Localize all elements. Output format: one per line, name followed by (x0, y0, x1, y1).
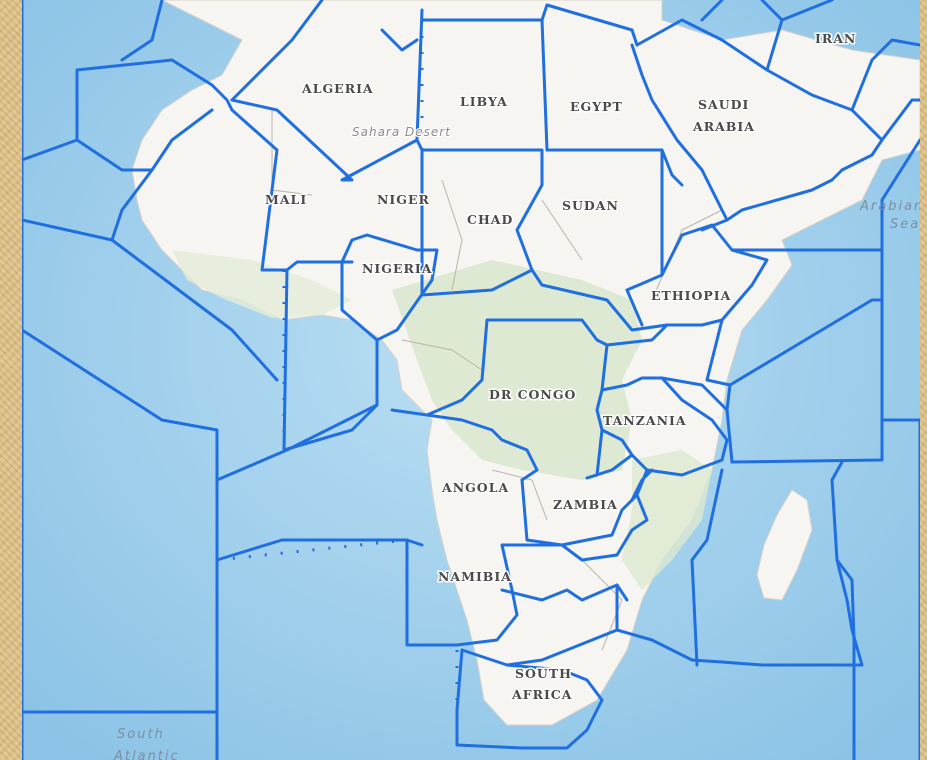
label-south-atlantic-2: Atlantic (113, 749, 180, 760)
label-tanzania: TANZANIA (603, 413, 687, 428)
label-chad: CHAD (467, 212, 513, 227)
label-niger: NIGER (377, 192, 430, 207)
label-saudi: SAUDI (698, 97, 749, 112)
vegetation-east (622, 450, 712, 590)
land-madagascar (756, 489, 813, 601)
vegetation-west (172, 250, 352, 318)
map-canvas[interactable]: South Atlantic Arabian Sea Sahara Desert… (22, 0, 920, 760)
label-nigeria: NIGERIA (362, 261, 432, 276)
label-ethiopia: ETHIOPIA (651, 288, 731, 303)
label-arabian-sea-1: Arabian (859, 199, 920, 214)
label-arabia: ARABIA (692, 119, 755, 134)
label-dr-congo: DR CONGO (489, 387, 576, 402)
label-angola: ANGOLA (441, 480, 509, 495)
label-sudan: SUDAN (562, 198, 619, 213)
label-algeria: ALGERIA (301, 81, 374, 96)
label-zambia: ZAMBIA (553, 497, 618, 512)
label-namibia: NAMIBIA (438, 569, 512, 584)
boundary-ticks (22, 20, 884, 760)
label-iran: IRAN (815, 31, 856, 46)
label-africa: AFRICA (511, 687, 572, 702)
map-view[interactable]: South Atlantic Arabian Sea Sahara Desert… (22, 0, 920, 760)
vegetation-central (392, 260, 642, 480)
label-arabian-sea-2: Sea (890, 217, 920, 232)
label-sahara-desert: Sahara Desert (352, 125, 451, 139)
label-egypt: EGYPT (570, 99, 623, 114)
label-libya: LIBYA (460, 94, 508, 109)
label-south-atlantic-1: South (117, 727, 165, 742)
label-south: SOUTH (515, 666, 572, 681)
label-mali: MALI (265, 192, 307, 207)
